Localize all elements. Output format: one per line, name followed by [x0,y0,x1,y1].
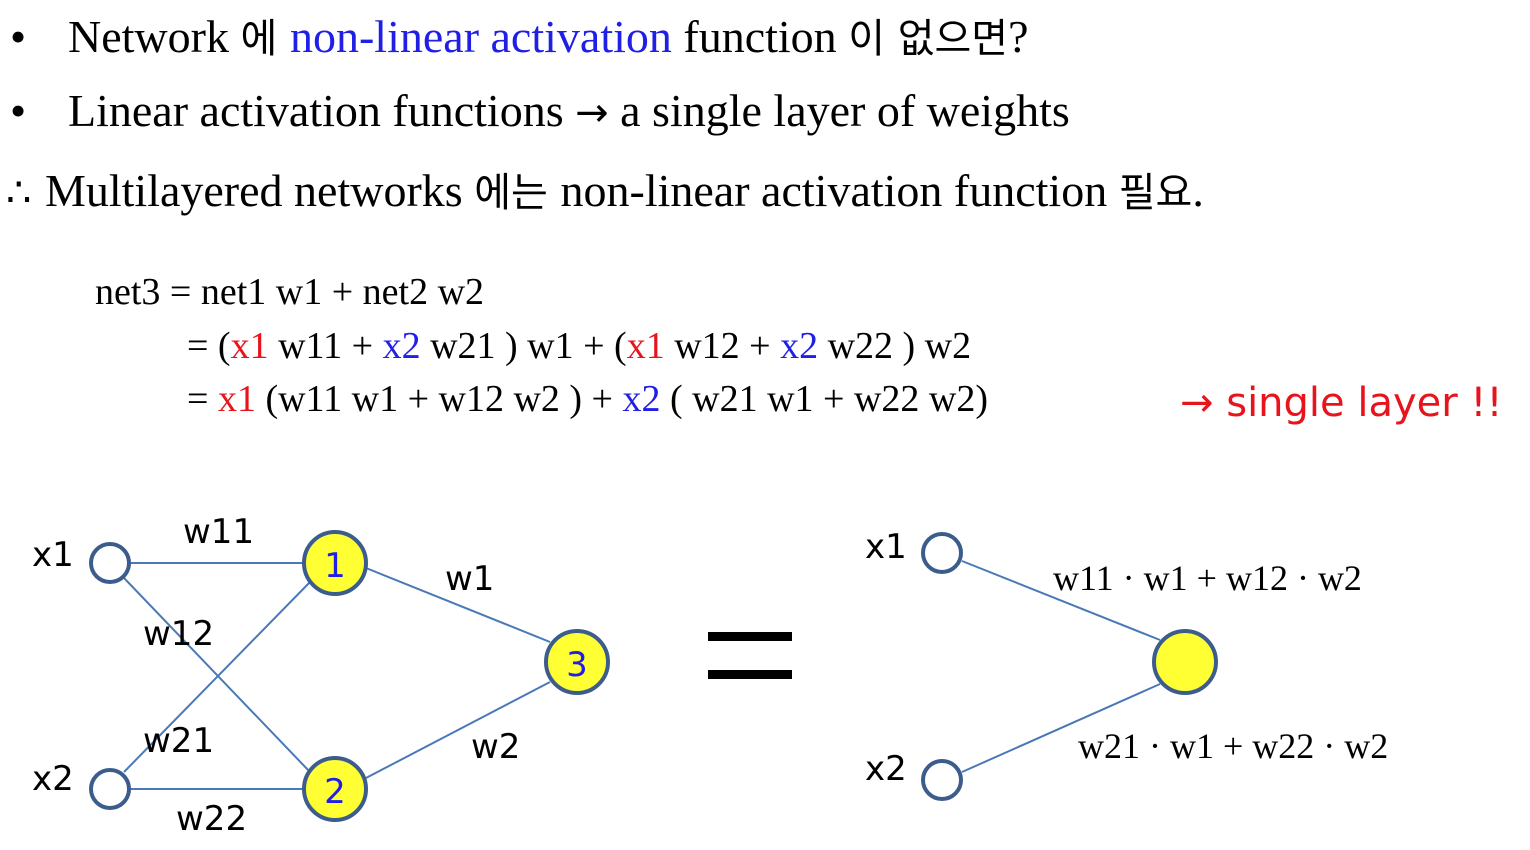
edge-h2-out [365,681,551,779]
eq-text: w11 + [268,325,383,367]
weight-label-w11: w11 [183,512,254,552]
edge-x1-out [961,560,1161,641]
edge-x2-out [961,683,1161,773]
eq-x1: x1 [626,325,665,367]
bullet-text: function [671,11,849,62]
eq-text: w21 ) w1 + ( [420,325,627,367]
korean-text: 필요 [1118,170,1193,216]
single-output-node [1152,629,1218,695]
input-label-x2: x2 [865,749,907,789]
bullet-therefore: ∴ Multilayered networks 에는 non-linear ac… [6,160,1204,218]
bullet-marker: • [10,85,27,136]
question-mark: ? [1008,11,1029,62]
eq-x2: x2 [780,325,819,367]
equation-line-1: net3 = net1 w1 + net2 w2 [95,271,485,313]
output-node-3 [544,629,610,695]
edge-x2-h1 [123,579,313,773]
bullet-no-activation: • Network 에 non-linear activation functio… [10,6,1029,64]
eq-text: (w11 w1 + w12 w2 ) + [255,378,623,420]
eq-text: ( w21 w1 + w22 w2) [660,378,988,420]
eq-x1: x1 [217,378,256,420]
bullet-text: a single layer of weights [608,85,1070,136]
hidden-node-1-label: 1 [324,546,346,586]
bullet-text: Network [68,11,241,62]
input-node-x1 [89,542,131,584]
korean-particle: 에 [240,16,290,62]
input-label-x2: x2 [32,759,74,799]
input-node-x2 [89,768,131,810]
korean-text: 이 없으면 [848,16,1009,62]
edge-h1-out [365,567,551,643]
therefore-icon: ∴ [6,170,32,215]
right-network: x1 x2 w11 · w1 + w12 · w2 w21 · w1 + w22… [865,527,1388,801]
eq-x2: x2 [622,378,661,420]
period: . [1192,165,1204,216]
input-node-x2 [921,759,963,801]
eq-text: = [187,378,218,420]
bullet-linear-activation: • Linear activation functions → a single … [10,84,1070,137]
weight-label-w2: w2 [471,727,520,767]
combined-weight-top: w11 · w1 + w12 · w2 [1053,558,1362,598]
equation-line-3: = x1 (w11 w1 + w12 w2 ) + x2 ( w21 w1 + … [187,377,988,421]
equation-line-2: = (x1 w11 + x2 w21 ) w1 + (x1 w12 + x2 w… [187,324,971,368]
bullet-text: Multilayered networks [33,165,475,216]
hidden-node-2 [302,756,368,822]
eq-x2: x2 [382,325,421,367]
hidden-node-2-label: 2 [324,772,346,812]
output-node-3-label: 3 [566,645,588,685]
edge-x1-h2 [123,577,311,773]
left-network: 1 2 3 x1 x2 w11 w12 w21 w22 w1 w2 [32,512,610,839]
input-label-x1: x1 [865,527,907,567]
input-node-x1 [921,532,963,574]
eq-text: w12 + [664,325,781,367]
weight-label-w1: w1 [445,559,494,599]
bullet-text: Linear activation functions [68,85,576,136]
arrow-icon: → [575,90,609,136]
input-label-x1: x1 [32,535,74,575]
eq-text: = ( [187,325,231,367]
weight-label-w22: w22 [176,799,247,839]
weight-label-w12: w12 [143,614,214,654]
highlight-non-linear-activation: non-linear activation [289,11,672,62]
weight-label-w21: w21 [143,721,214,761]
combined-weight-bottom: w21 · w1 + w22 · w2 [1078,726,1388,766]
korean-particle: 에는 [474,170,561,216]
bullet-marker: • [10,11,27,62]
equals-sign [708,632,792,679]
eq-x1: x1 [230,325,269,367]
single-layer-result: → single layer !! [1180,380,1503,426]
eq-text: w22 ) w2 [818,325,972,367]
hidden-node-1 [302,530,368,596]
bullet-text: non-linear activation function [560,165,1119,216]
